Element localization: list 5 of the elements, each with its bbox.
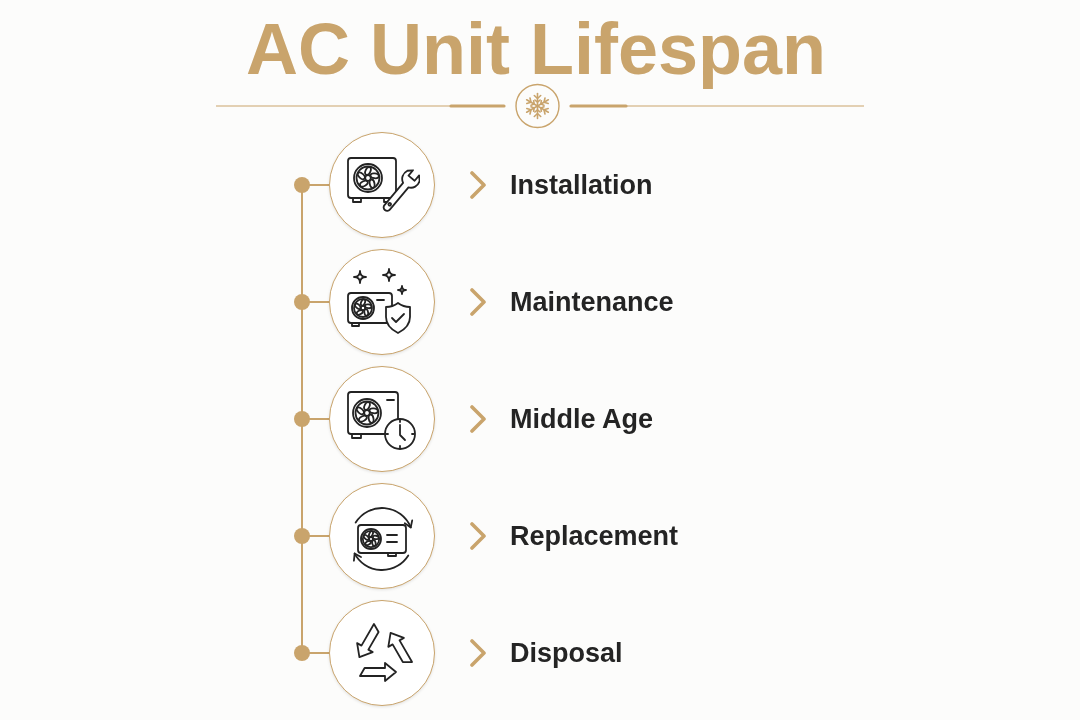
stage-label: Middle Age: [510, 403, 653, 435]
stage-label: Disposal: [510, 637, 623, 669]
stage-label: Replacement: [510, 520, 679, 552]
stage-label: Installation: [510, 169, 653, 201]
stage-label: Maintenance: [510, 286, 674, 318]
